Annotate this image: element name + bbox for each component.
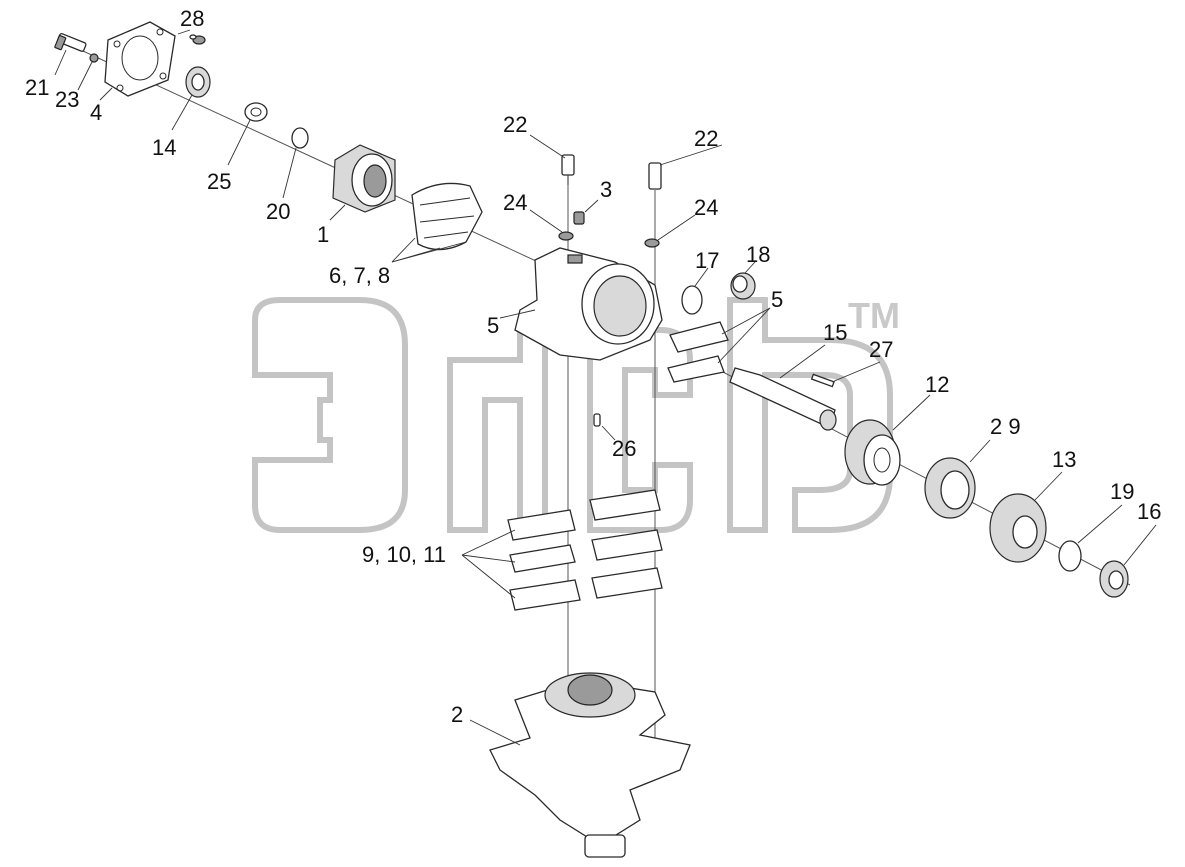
cap-part-18 [730, 272, 756, 300]
callout-28: 28 [180, 6, 204, 31]
callout-24-right: 24 [694, 195, 718, 220]
callout-12: 12 [925, 372, 949, 397]
callout-13: 13 [1052, 447, 1076, 472]
callout-29: 2 9 [990, 414, 1021, 439]
lock-washer-part-25 [244, 102, 268, 122]
callout-27: 27 [869, 337, 893, 362]
leader-lines [54, 29, 1157, 746]
callout-1: 1 [317, 222, 329, 247]
callout-9-10-11: 9, 10, 11 [362, 542, 446, 567]
ring-part-17 [681, 285, 703, 315]
shaft-part-15 [729, 367, 837, 431]
key-part-27 [810, 373, 835, 388]
callout-19: 19 [1110, 479, 1134, 504]
shims-parts-6-7-8 [411, 182, 483, 251]
callout-17: 17 [695, 248, 719, 273]
bolt-part-22-left [561, 154, 575, 185]
callout-5-right: 5 [771, 287, 783, 312]
watermark-trademark: TM [848, 295, 900, 336]
ring-part-20 [291, 127, 309, 149]
callout-21: 21 [25, 75, 49, 100]
callout-25: 25 [207, 169, 231, 194]
bearing-cup-part-1 [332, 144, 396, 213]
callout-labels: 28 21 23 4 14 25 20 1 6, 7, 8 22 22 3 24… [25, 6, 1161, 727]
callout-26: 26 [612, 436, 636, 461]
shims-part-5-right [667, 321, 729, 383]
flange-part-13 [989, 493, 1047, 563]
flange-plate-part-4 [104, 21, 176, 97]
nut-part-16 [1099, 560, 1129, 598]
plug-part-3 [573, 211, 585, 225]
callout-20: 20 [266, 199, 290, 224]
callout-3: 3 [600, 177, 612, 202]
gearbox-body-part-2 [489, 672, 691, 858]
bearing-part-29 [924, 457, 976, 519]
callout-2: 2 [451, 702, 463, 727]
shims-parts-9-10-11 [507, 489, 663, 611]
grease-fitting-part-28 [189, 34, 206, 45]
washer-part-24-right [644, 238, 660, 248]
callout-6-7-8: 6, 7, 8 [329, 263, 390, 288]
gear-part-12 [844, 419, 901, 486]
callout-18: 18 [746, 242, 770, 267]
bolt-part-22-right [648, 162, 662, 190]
pin-part-26 [593, 413, 601, 427]
callout-22-left: 22 [503, 112, 527, 137]
housing-part-5 [514, 247, 663, 361]
callout-15: 15 [823, 320, 847, 345]
callout-23: 23 [55, 87, 79, 112]
callout-22-right: 22 [694, 126, 718, 151]
washer-part-19 [1058, 540, 1082, 572]
callout-4: 4 [90, 100, 102, 125]
washer-part-24-left [558, 231, 574, 241]
callout-16: 16 [1137, 499, 1161, 524]
washer-part-23 [89, 53, 99, 63]
callout-14: 14 [152, 135, 176, 160]
nut-part-14 [185, 66, 211, 98]
callout-5-left: 5 [487, 313, 499, 338]
assembly-axes [69, 44, 1131, 760]
bolt-part-21 [54, 33, 87, 52]
callout-24-left: 24 [503, 190, 527, 215]
